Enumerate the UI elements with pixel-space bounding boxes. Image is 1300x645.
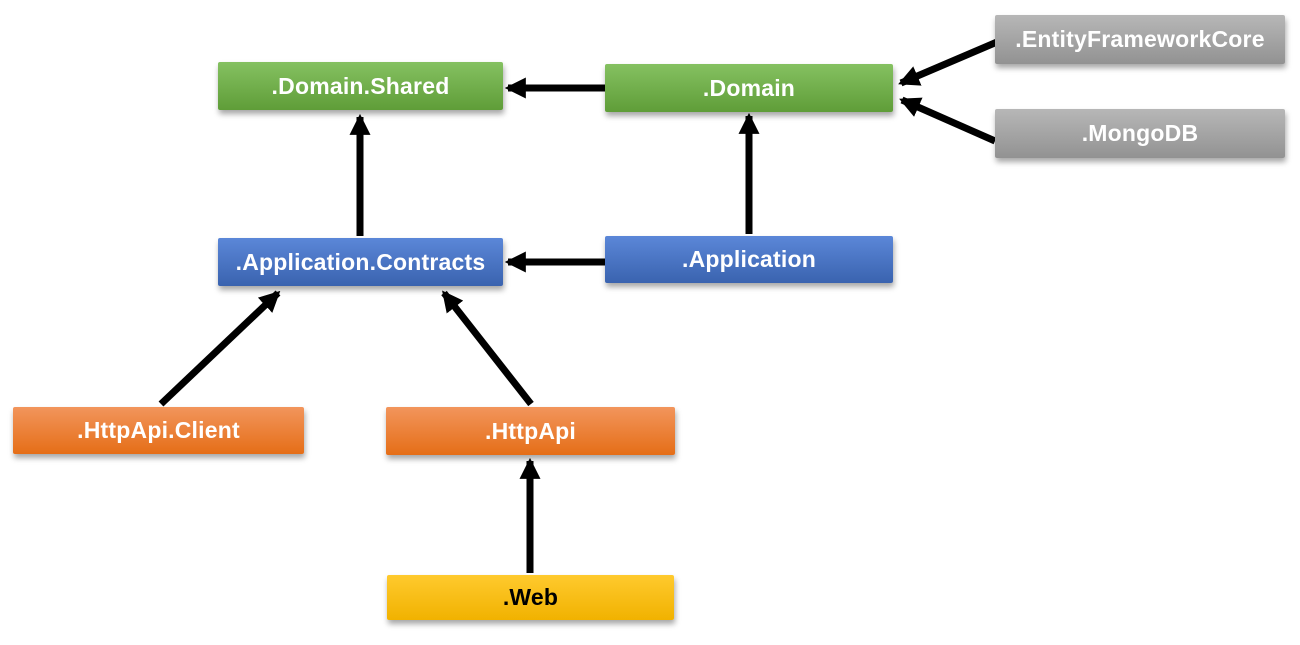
node-label-entity-framework-core: .EntityFrameworkCore xyxy=(1015,26,1265,52)
node-label-domain-shared: .Domain.Shared xyxy=(271,72,450,99)
node-web: .Web xyxy=(387,575,674,620)
node-application-contracts: .Application.Contracts xyxy=(218,238,503,286)
node-entity-framework-core: .EntityFrameworkCore xyxy=(995,15,1285,64)
node-domain-shared: .Domain.Shared xyxy=(218,62,503,110)
arrow-httpapi-client-to-application-contracts xyxy=(158,290,281,407)
node-domain: .Domain xyxy=(605,64,893,112)
node-mongodb: .MongoDB xyxy=(995,109,1285,158)
node-httpapi-client: .HttpApi.Client xyxy=(13,407,304,454)
node-label-mongodb: .MongoDB xyxy=(1081,120,1199,146)
node-label-domain: .Domain xyxy=(702,74,796,101)
arrow-mongodb-to-domain xyxy=(899,96,997,145)
arrow-entity-framework-core-to-domain xyxy=(898,38,999,87)
node-application: .Application xyxy=(605,236,893,283)
node-label-application: .Application xyxy=(681,246,816,272)
node-label-httpapi: .HttpApi xyxy=(484,417,577,444)
arrow-httpapi-to-application-contracts xyxy=(441,290,534,407)
node-label-application-contracts: .Application.Contracts xyxy=(235,248,486,275)
node-label-httpapi-client: .HttpApi.Client xyxy=(77,417,240,443)
node-label-web: .Web xyxy=(502,584,559,610)
node-httpapi: .HttpApi xyxy=(386,407,675,455)
